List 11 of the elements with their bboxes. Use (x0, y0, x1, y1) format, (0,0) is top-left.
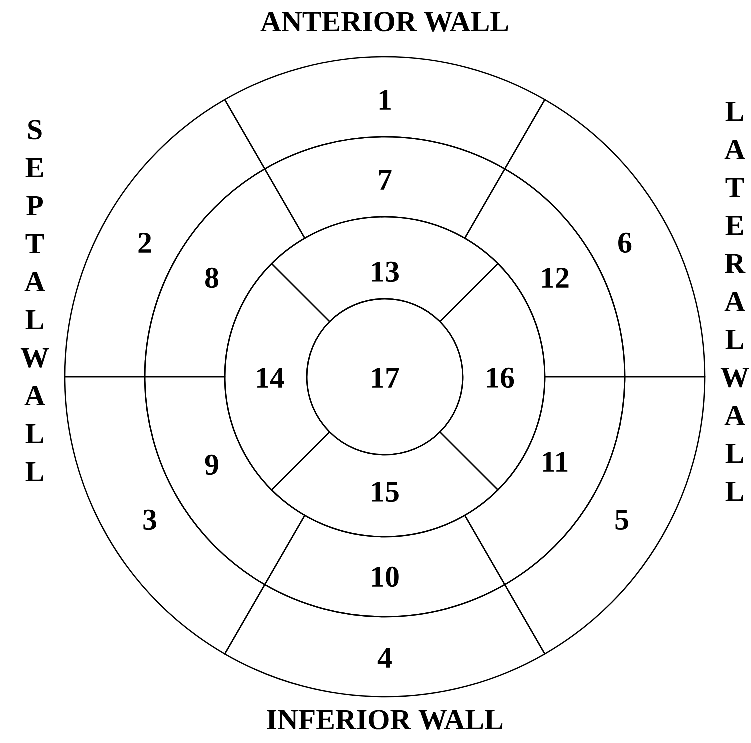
bullseye-segment: 14 (224, 263, 330, 491)
bullseye-segment: 7 (264, 136, 506, 240)
bullseye-segment: 10 (264, 514, 506, 618)
wall-label: SEPTAL WALL (20, 120, 50, 482)
wall-label: ANTERIOR WALL (260, 12, 508, 32)
wall-label: LATERAL WALL (720, 102, 750, 502)
wall-label: INFERIOR WALL (267, 710, 503, 730)
bullseye-segment: 15 (271, 432, 499, 538)
bullseye-segment: 13 (271, 216, 499, 322)
bullseye-segment: 17 (306, 298, 464, 456)
bullseye-segment: 1 (224, 56, 546, 170)
